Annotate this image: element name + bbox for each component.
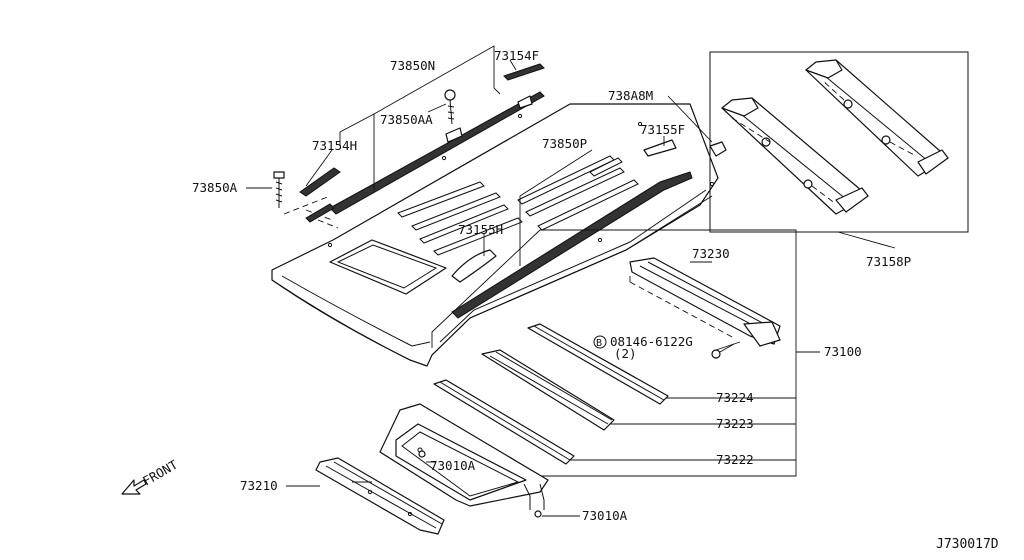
- label-73154H: 73154H: [312, 138, 357, 153]
- label-73850P: 73850P: [542, 136, 587, 151]
- rail-end-cover-73154F: [503, 63, 545, 81]
- label-73850AA: 73850AA: [380, 112, 433, 127]
- label-73158P: 73158P: [866, 254, 911, 269]
- label-73224: 73224: [716, 390, 754, 405]
- bolt-08146-6122G: [711, 343, 735, 359]
- part-labels: 73850N 73154F 73850AA 73154H 73850A 738A…: [140, 48, 999, 552]
- bolt-73850AA: [444, 89, 456, 125]
- label-08146-6122G: 08146-6122G: [610, 334, 693, 349]
- label-73155H: 73155H: [458, 222, 503, 237]
- roof-rail-left: [329, 91, 545, 215]
- roof-rack-inset: [709, 51, 969, 249]
- front-label: FRONT: [140, 457, 180, 489]
- label-73222: 73222: [716, 452, 754, 467]
- label-73223: 73223: [716, 416, 754, 431]
- label-73230: 73230: [692, 246, 730, 261]
- label-73154F: 73154F: [494, 48, 539, 63]
- rail-end-cover-73154H: [299, 167, 341, 197]
- roof-rail-right: [451, 171, 693, 319]
- label-73850A: 73850A: [192, 180, 238, 195]
- sunroof-opening: [329, 239, 447, 295]
- front-bow-73210: [315, 457, 445, 535]
- roof-bow-73224: [527, 323, 669, 405]
- leader-lines: [246, 45, 796, 487]
- label-73100: 73100: [824, 344, 862, 359]
- clip-738A8M: [709, 141, 727, 157]
- roof-bow-73230: [629, 257, 781, 347]
- sunroof-frame: [379, 403, 549, 510]
- roof-slots: [397, 155, 639, 256]
- label-73155F: 73155F: [640, 122, 685, 137]
- roof-panel: [271, 91, 719, 367]
- roof-bow-73223: [481, 349, 615, 431]
- drawing-code: J730017D: [936, 537, 999, 552]
- roof-bow-73222: [433, 379, 575, 465]
- bolt-73010A-lower: [534, 510, 580, 518]
- label-73210: 73210: [240, 478, 278, 493]
- label-73010A-upper: 73010A: [430, 458, 476, 473]
- bolt-73850A: [273, 171, 285, 208]
- bolt-73010A-upper: [418, 450, 436, 463]
- label-08146-prefix: B: [596, 338, 602, 349]
- label-73010A-lower: 73010A: [582, 508, 628, 523]
- front-direction-arrow: [121, 479, 147, 495]
- label-08146-qty: (2): [614, 346, 637, 361]
- label-73850N: 73850N: [390, 58, 435, 73]
- label-738A8M: 738A8M: [608, 88, 653, 103]
